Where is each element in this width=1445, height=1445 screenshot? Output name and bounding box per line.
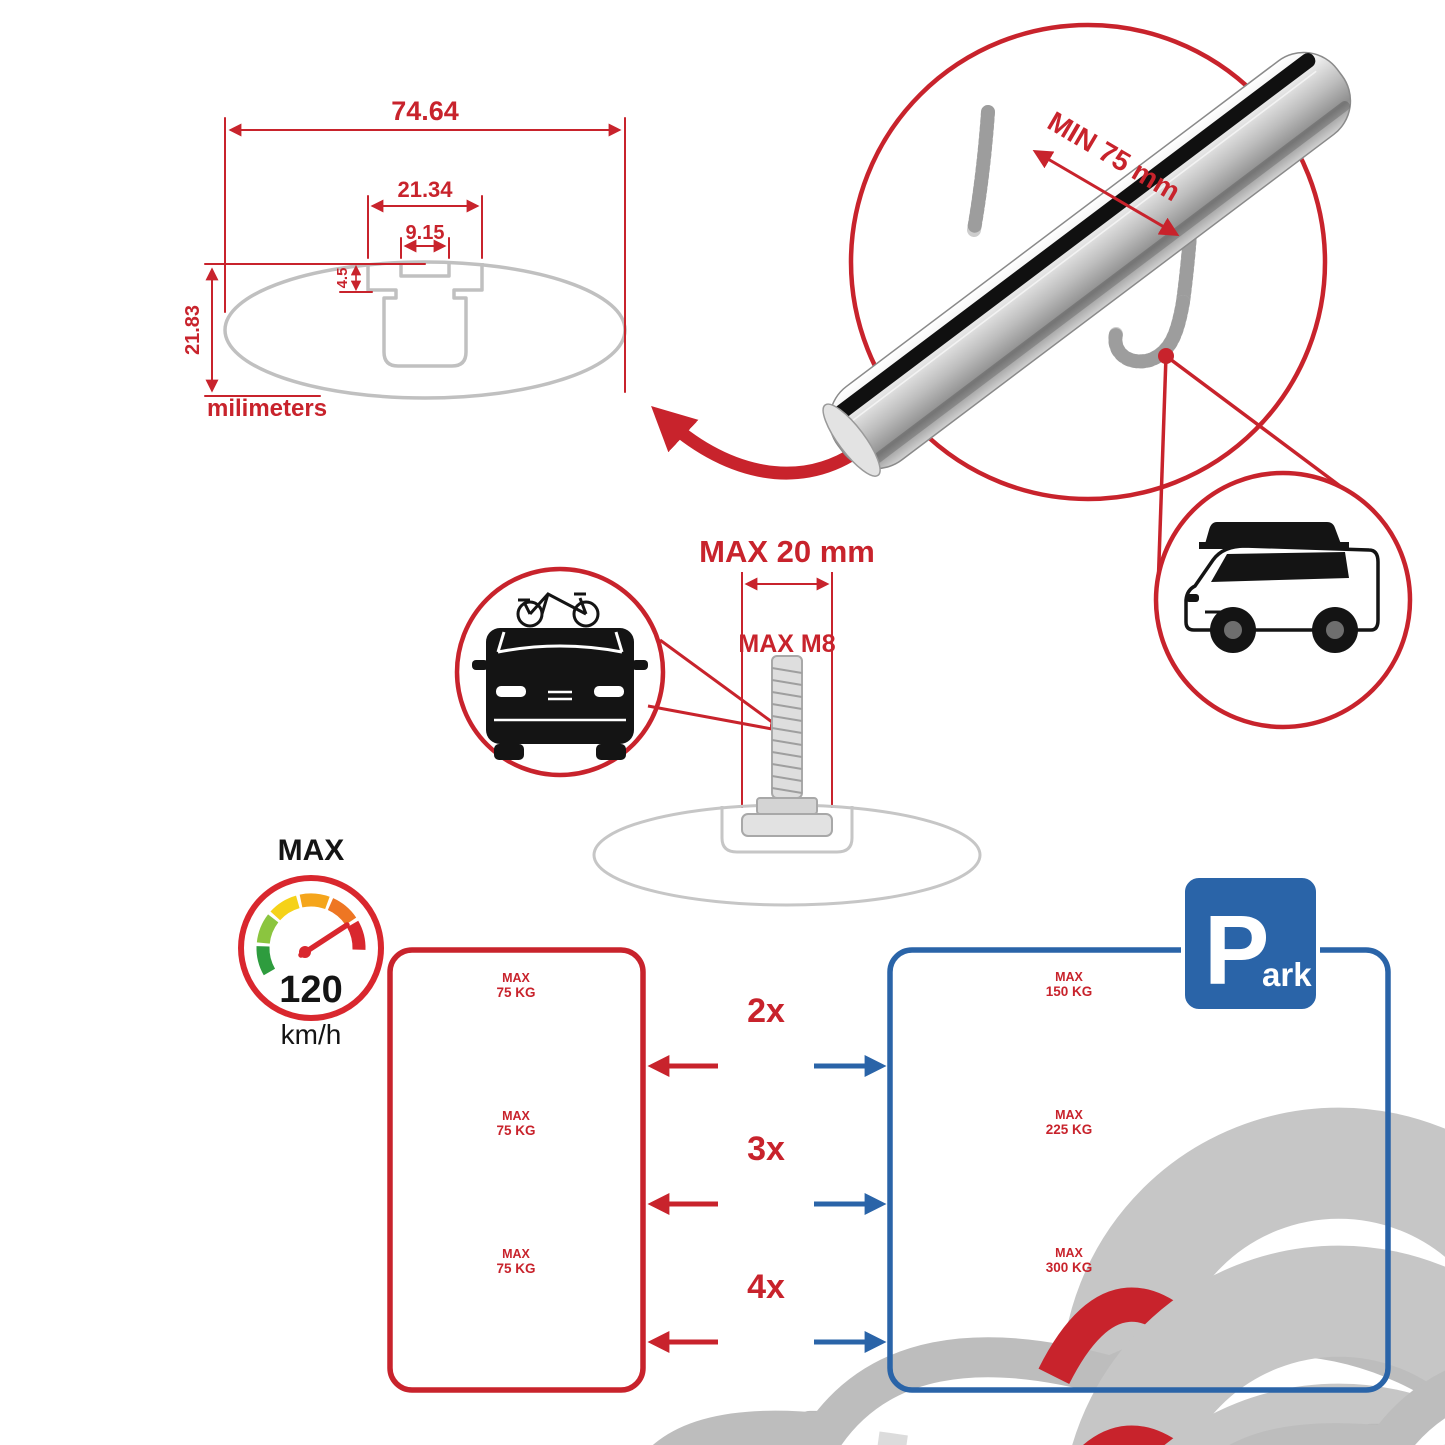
park-sign: P ark	[1181, 874, 1320, 1013]
load-weight-label: 225 KG	[1046, 1122, 1093, 1137]
load-max-label: MAX	[1055, 970, 1083, 984]
suv-roofbox-illustration	[1184, 522, 1380, 653]
callout-line	[647, 704, 773, 731]
blue-panel-border	[887, 947, 1391, 1393]
multiplier-label: 4x	[747, 1268, 785, 1306]
load-max-label: MAX	[502, 971, 530, 985]
gauge-needle-hub	[299, 946, 311, 958]
multiplier-label: 2x	[747, 992, 785, 1030]
speed-limit-gauge: MAX 120 km/h	[238, 834, 384, 1050]
bar-quantity-column: 2x 3x 4x	[647, 992, 887, 1354]
profile-slot-opening	[399, 262, 451, 278]
dim-slot-depth: 4.5	[334, 268, 351, 289]
bolt-diagram: MAX 20 mm MAX M8	[454, 534, 982, 907]
load-weight-label: 150 KG	[1046, 984, 1093, 999]
clamp-hook-front	[1108, 295, 1190, 369]
gauge-arc-segments	[256, 893, 366, 976]
callout-line	[1156, 355, 1168, 591]
t-bolt	[741, 655, 833, 837]
gauge-unit: km/h	[281, 1019, 342, 1050]
load-max-label: MAX	[1055, 1108, 1083, 1122]
load-weight-label: 75 KG	[496, 1261, 535, 1276]
cross-section-diagram: 74.64 21.34 9.15 21.83 4.5 milimeters	[182, 96, 627, 422]
load-weight-label: 300 KG	[1046, 1260, 1093, 1275]
gauge-max-label: MAX	[278, 834, 345, 867]
load-weight-label: 75 KG	[496, 985, 535, 1000]
park-sign-plate	[1181, 874, 1320, 1013]
park-sign-suffix: ark	[1262, 956, 1312, 993]
dim-slot-inner: 9.15	[406, 222, 445, 244]
callout-line	[1164, 354, 1358, 500]
dim-slot-outer: 21.34	[397, 177, 453, 202]
red-panel-border	[387, 947, 646, 1393]
bolt-max-width-label: MAX 20 mm	[699, 534, 875, 569]
callout-line	[659, 638, 773, 724]
parked-load-panel: MAX 150 KG MAX 225 KG MAX 300 KG	[887, 947, 1445, 1445]
callout-dot	[1158, 348, 1174, 364]
multiplier-label: 3x	[747, 1130, 785, 1168]
park-sign-letter: P	[1204, 895, 1269, 1005]
aluminum-crossbar	[822, 51, 1352, 477]
dim-total-height: 21.83	[182, 305, 204, 355]
load-max-label: MAX	[502, 1247, 530, 1261]
zoom-pointer-arrow	[651, 405, 863, 480]
load-max-label: MAX	[502, 1109, 530, 1123]
car-front-bike-illustration	[472, 592, 648, 760]
dimension-lines	[204, 117, 626, 397]
dim-total-width: 74.64	[391, 96, 459, 126]
profile-t-slot	[366, 263, 484, 368]
roofbox-car-circle	[1153, 470, 1413, 730]
min-span-arrow	[1032, 150, 1180, 236]
profile-ellipse	[223, 260, 627, 400]
load-weight-label: 75 KG	[496, 1123, 535, 1138]
load-max-label: MAX	[1055, 1246, 1083, 1260]
bolt-max-thread-label: MAX M8	[738, 630, 835, 658]
bike-icon	[516, 592, 600, 628]
driving-load-panel: MAX 75 KG MAX 75 KG MAX 75 KG	[387, 947, 1445, 1445]
gauge-value: 120	[279, 969, 342, 1011]
crossbar-detail-circle: MIN 75 mm	[822, 22, 1358, 591]
unit-label: milimeters	[207, 395, 327, 422]
bolt-dimension-lines	[741, 572, 833, 808]
